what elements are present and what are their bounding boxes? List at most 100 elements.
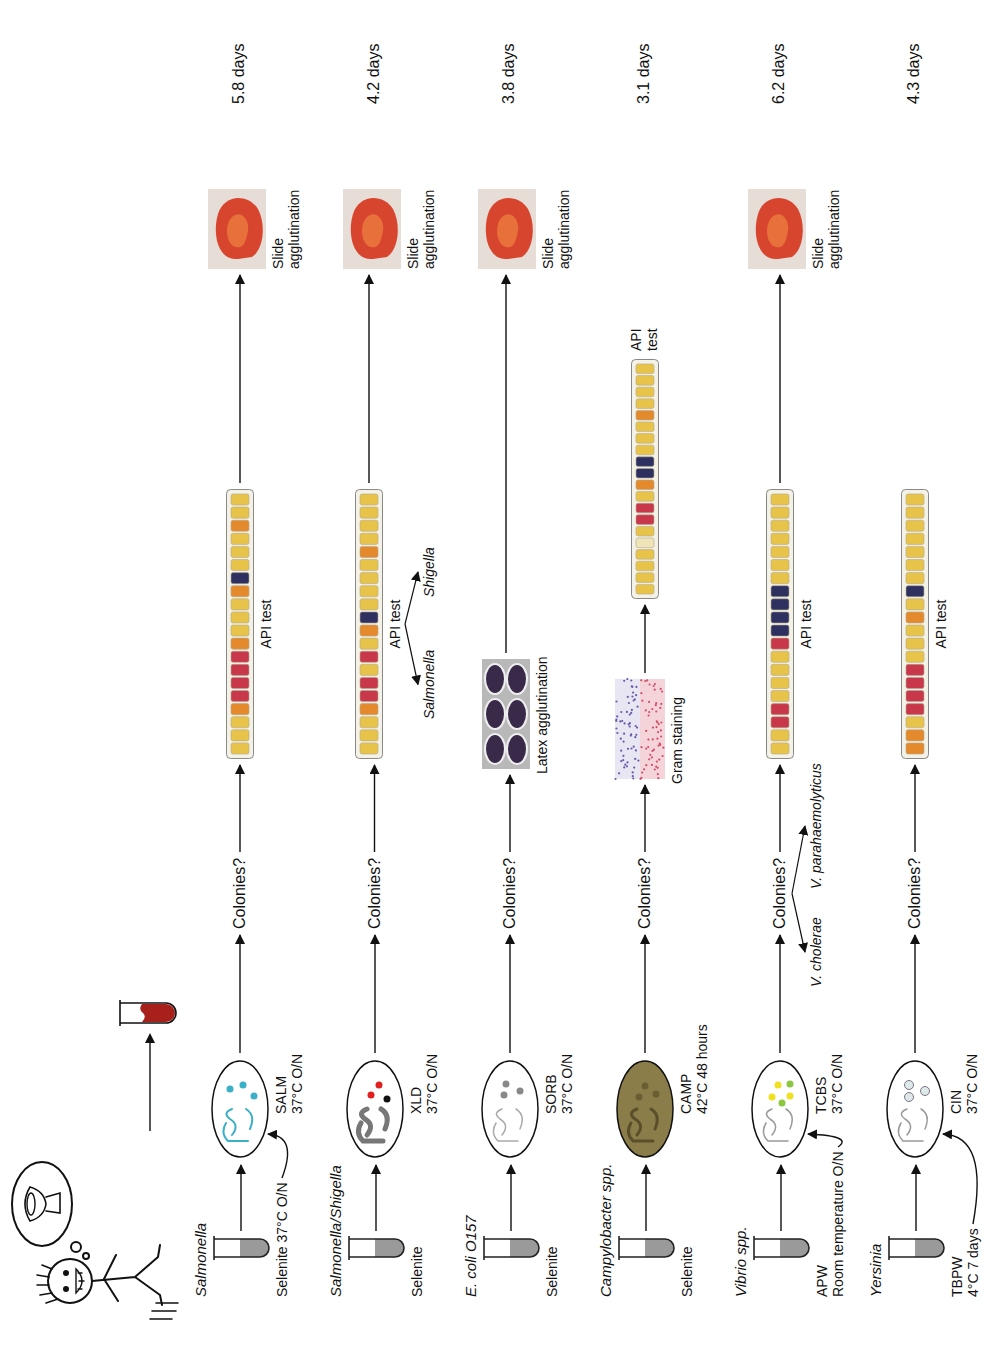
- tube-rim: [753, 1236, 755, 1260]
- node-text: XLD: [408, 1087, 424, 1114]
- colony-dot: [905, 1081, 914, 1090]
- strip-cupule: [771, 704, 789, 715]
- stain-dot: [648, 758, 650, 760]
- stain-dot: [626, 761, 628, 763]
- node-text: API test: [798, 489, 814, 759]
- thought-dot: [71, 1242, 81, 1252]
- stain-dot: [620, 760, 622, 762]
- stain-dot: [656, 721, 658, 723]
- strip-cupule: [906, 677, 924, 688]
- slide-agglutination-photo: Slide agglutination: [343, 189, 401, 269]
- tube-rim: [213, 1236, 215, 1260]
- strip-cupule: [360, 546, 378, 557]
- agar-plate: CIN37°C O/N: [885, 1059, 945, 1159]
- stain-dot: [630, 679, 632, 681]
- strip-cupule: [231, 507, 249, 518]
- person-eye: [64, 1271, 68, 1275]
- stain-dot: [629, 714, 631, 716]
- strip-cupule: [771, 717, 789, 728]
- strip-cupule: [231, 717, 249, 728]
- colony-step: Colonies?: [366, 858, 384, 929]
- stain-dot: [626, 678, 628, 680]
- stain-dot: [640, 777, 642, 779]
- node-text: TBPW: [949, 1257, 965, 1297]
- strip-cupule: [906, 651, 924, 662]
- slide-agglutination-photo: Slide agglutination: [478, 189, 536, 269]
- strip-cupule: [360, 520, 378, 531]
- stain-dot: [649, 683, 651, 685]
- flow-arrow: [915, 1165, 916, 1231]
- strip-cupule: [360, 677, 378, 688]
- stain-dot: [645, 764, 647, 766]
- plate-outline: [752, 1061, 808, 1157]
- stain-dot: [647, 746, 649, 748]
- strip-cupule: [906, 743, 924, 754]
- stain-dot: [615, 718, 617, 720]
- strip-cupule: [360, 638, 378, 649]
- strip-cupule: [231, 494, 249, 505]
- strip-cupule: [636, 364, 654, 374]
- stain-dot: [658, 745, 660, 747]
- agglutination-blob: [486, 198, 533, 259]
- stain-dot: [651, 708, 653, 710]
- shape-outline: [482, 659, 530, 769]
- strip-cupule: [771, 560, 789, 571]
- shape-outline: [347, 1237, 405, 1259]
- tube-rim: [888, 1236, 890, 1260]
- api-strip: API test: [766, 489, 794, 759]
- stain-dot: [656, 738, 658, 740]
- strip-cupule: [636, 399, 654, 409]
- strip-cupule: [906, 717, 924, 728]
- streak-line: [628, 1109, 657, 1141]
- shape-outline: [887, 1237, 945, 1259]
- flow-arrow: [239, 765, 240, 852]
- strip-outline: [632, 360, 659, 599]
- stain-dot: [631, 686, 633, 688]
- stain-dot: [662, 755, 664, 757]
- strip-cupule: [771, 494, 789, 505]
- enrichment-tube: SalmonellaSelenite 37°C O/N: [212, 1237, 270, 1259]
- stain-dot: [637, 760, 639, 762]
- strip-cupule: [360, 730, 378, 741]
- strip-cupule: [906, 520, 924, 531]
- node-text: 37°C O/N: [964, 1054, 980, 1114]
- strip-cupule: [771, 612, 789, 623]
- strip-cupule: [636, 550, 654, 560]
- shape-outline: [631, 359, 659, 599]
- split-arrow: [792, 894, 805, 953]
- stain-dot: [654, 689, 656, 691]
- strip-cupule: [231, 664, 249, 675]
- species-label: Shigella: [421, 547, 437, 597]
- tube-outline: [619, 1239, 674, 1257]
- stain-dot: [659, 707, 661, 709]
- tube-medium: [510, 1239, 539, 1257]
- strip-cupule: [360, 507, 378, 518]
- strip-cupule: [636, 376, 654, 386]
- motion-lines: [150, 1303, 178, 1319]
- flow-arrow: [779, 275, 780, 483]
- stain-dot: [634, 698, 636, 700]
- colony-dot: [227, 1086, 234, 1093]
- colony-dot: [775, 1082, 782, 1089]
- stain-dot: [632, 771, 634, 773]
- colony-dot: [251, 1093, 258, 1100]
- duration-label: 3.1 days: [635, 44, 653, 104]
- stain-dot: [620, 711, 622, 713]
- api-strip: API test: [901, 489, 929, 759]
- shape-outline: [750, 1059, 810, 1159]
- strip-cupule: [360, 704, 378, 715]
- shape-outline: [748, 189, 806, 269]
- api-strip: API test: [226, 489, 254, 759]
- tube-rim: [119, 1000, 121, 1026]
- stain-dot: [632, 775, 634, 777]
- tube-outline: [754, 1239, 809, 1257]
- node-text: 37°C O/N: [424, 1054, 440, 1114]
- agar-plate: CAMP42°C 48 hours: [615, 1059, 675, 1159]
- agar-plate: TCBS37°C O/N: [750, 1059, 810, 1159]
- strip-cupule: [906, 704, 924, 715]
- stain-dot: [623, 766, 625, 768]
- latex-well: [485, 664, 505, 694]
- colony-dot: [240, 1082, 247, 1089]
- strip-cupule: [636, 422, 654, 432]
